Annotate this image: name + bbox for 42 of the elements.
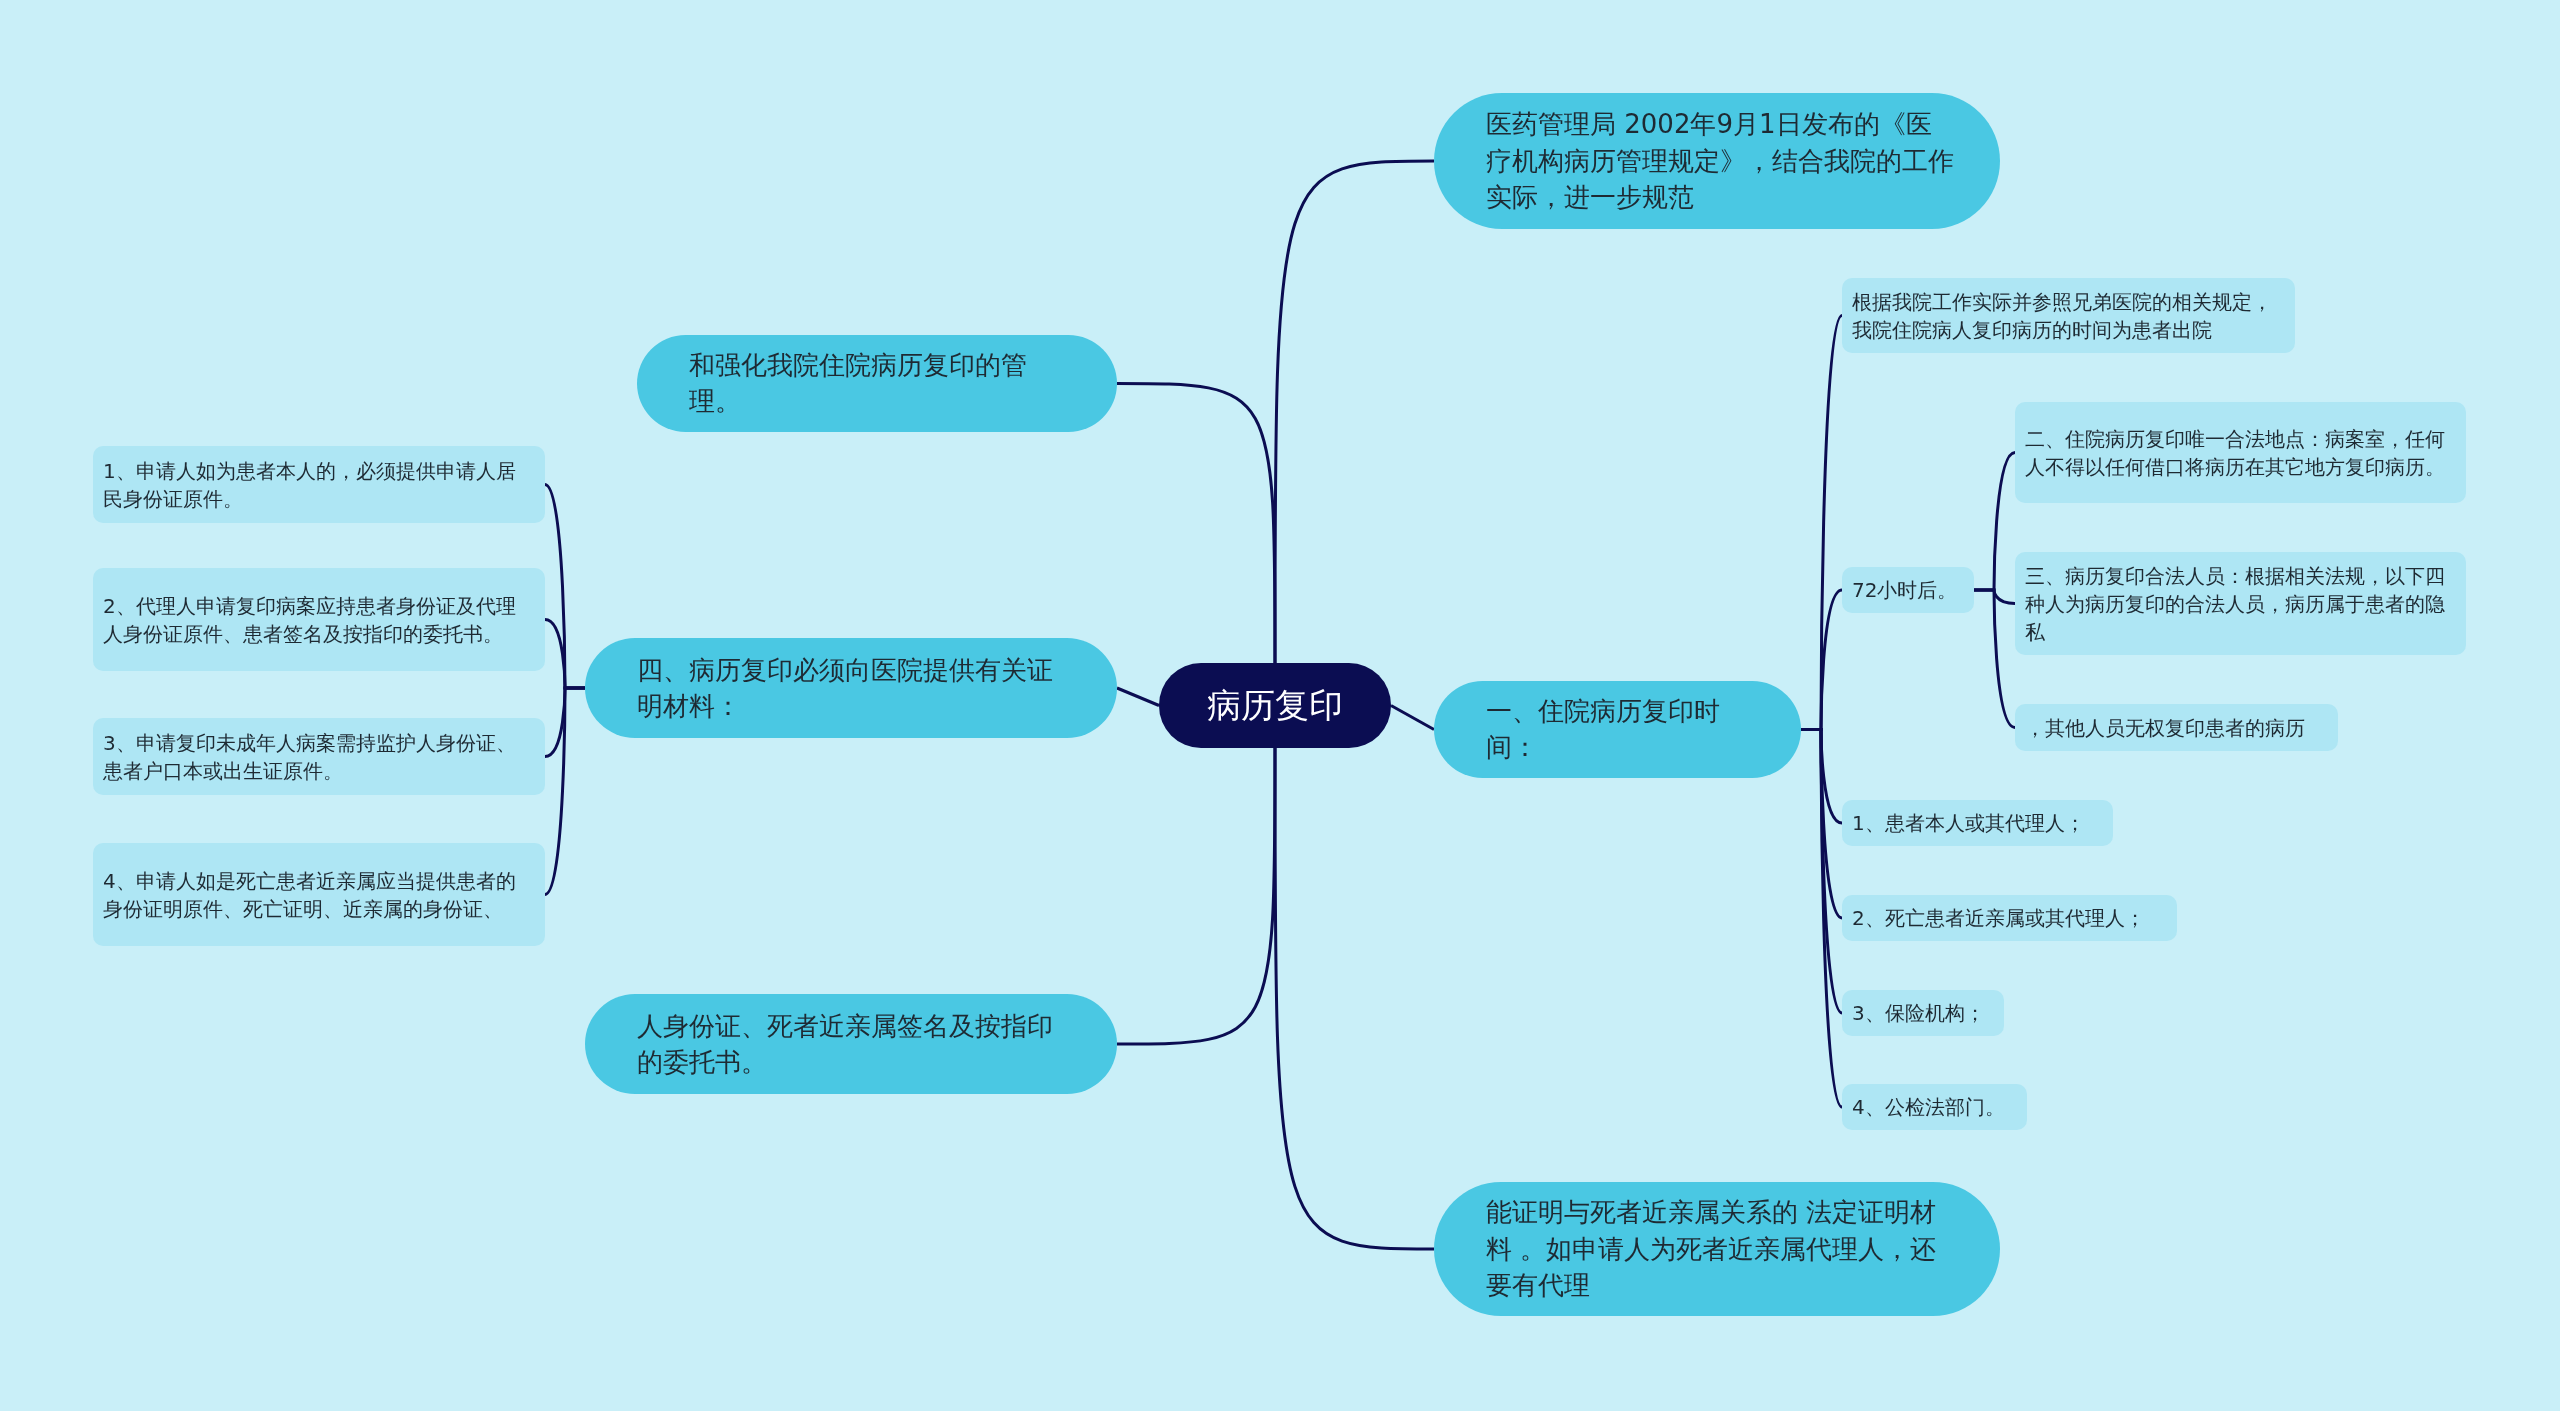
topic-text: 病历复印 <box>1207 683 1343 727</box>
subtopic-box <box>93 718 545 795</box>
topic-text: 3、保险机构； <box>1852 1000 1985 1027</box>
topic-text: ，其他人员无权复印患者的病历 <box>2025 714 2305 742</box>
connector-line <box>544 686 585 896</box>
topic-text: 三、病历复印合法人员：根据相关法规，以下四种人为病历复印的合法人员，病历属于患者的隐私 <box>2025 562 2446 646</box>
topic-text: 和强化我院住院病历复印的管理。 <box>689 349 1028 419</box>
subtopic-box <box>93 843 545 946</box>
topic-text: 医药管理局 2002年9月1日发布的《医疗机构病历管理规定》，结合我院的工作实际，进一步规范 <box>1486 108 1954 215</box>
connector-line <box>1974 588 2016 729</box>
topic-text: 一、住院病历复印时间： <box>1486 695 1721 765</box>
connector-line <box>1116 686 1160 707</box>
topic-text: 1、申请人如为患者本人的，必须提供申请人居民身份证原件。 <box>103 457 517 513</box>
subtopic-box <box>1842 278 2295 353</box>
connector-line <box>1390 704 1435 731</box>
topic-text: 4、申请人如是死亡患者近亲属应当提供患者的身份证明原件、死亡证明、近亲属的身份证、 <box>103 867 517 923</box>
topic-text: 3、申请复印未成年人病案需持监护人身份证、患者户口本或出生证原件。 <box>103 729 517 785</box>
subtopic-box <box>1842 800 2113 846</box>
subtopic-box <box>2015 552 2466 655</box>
topic-text: 72小时后。 <box>1852 577 1958 604</box>
topic-text: 2、死亡患者近亲属或其代理人； <box>1852 905 2145 932</box>
topic-text: 四、病历复印必须向医院提供有关证明材料： <box>637 653 1054 723</box>
subtopic-box <box>1842 1084 2027 1130</box>
topic-text: 1、患者本人或其代理人； <box>1852 810 2085 837</box>
subtopic-box <box>93 446 545 523</box>
connector-line <box>1117 382 1277 663</box>
subtopic-box <box>1842 895 2177 941</box>
topic-text: 根据我院工作实际并参照兄弟医院的相关规定，我院住院病人复印病历的时间为患者出院 <box>1852 288 2273 344</box>
connector-line <box>1273 748 1434 1251</box>
subtopic-box <box>93 568 545 671</box>
subtopic-box <box>2015 704 2338 751</box>
subtopic-box <box>1842 567 1974 613</box>
connector-line <box>1273 159 1434 663</box>
topic-text: 能证明与死者近亲属关系的 法定证明材料 。如申请人为死者近亲属代理人，还要有代理 <box>1486 1196 1938 1303</box>
topic-text: 4、公检法部门。 <box>1852 1094 2005 1121</box>
topic-text: 2、代理人申请复印病案应持患者身份证及代理人身份证原件、患者签名及按指印的委托书。 <box>103 592 517 648</box>
connector-line <box>1801 728 1844 1108</box>
topic-text: 二、住院病历复印唯一合法地点：病案室，任何人不得以任何借口将病历在其它地方复印病历。 <box>2025 425 2446 481</box>
subtopic-box <box>2015 402 2466 503</box>
topic-text: 人身份证、死者近亲属签名及按指印的委托书。 <box>637 1009 1054 1079</box>
connector-line <box>1117 748 1277 1046</box>
subtopic-box <box>1842 990 2004 1036</box>
